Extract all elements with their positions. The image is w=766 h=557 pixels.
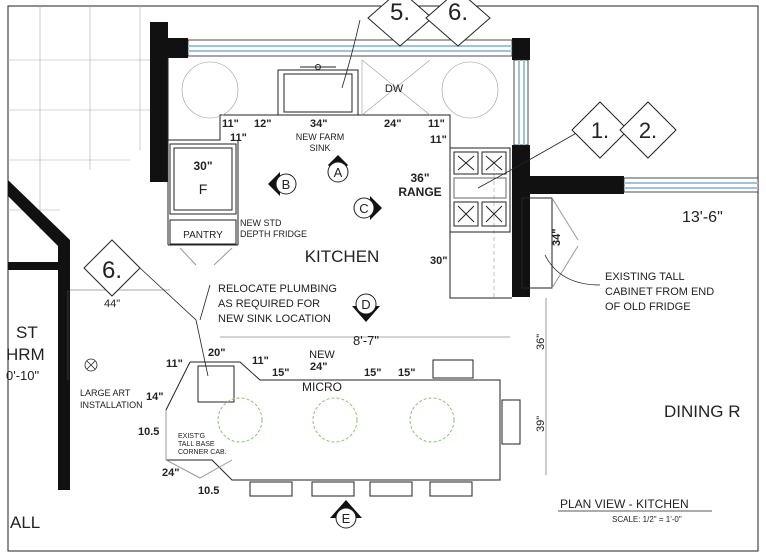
svg-text:30": 30": [430, 255, 447, 267]
svg-text:11": 11": [252, 355, 269, 367]
svg-text:20": 20": [208, 347, 225, 359]
range: [449, 147, 511, 233]
callout-diamonds: [83, 0, 677, 297]
svg-text:8'-7": 8'-7": [353, 333, 379, 348]
svg-text:39": 39": [535, 416, 547, 432]
view-marker-d: D: [352, 293, 380, 322]
label-micro: MICRO: [302, 380, 342, 394]
fridge: [169, 143, 237, 266]
room-label-kitchen: KITCHEN: [305, 247, 380, 266]
label-fridge-size: 30": [193, 159, 212, 173]
cabinet-lines: [181, 59, 499, 298]
label-range-size: 36": [410, 171, 429, 185]
svg-text:10.5: 10.5: [138, 426, 159, 438]
svg-text:A: A: [334, 165, 343, 180]
label-dw: DW: [385, 83, 404, 95]
dimension-labels: 11" 12" 34" 24" 11" 11" 11" 30" 34" 13'-…: [104, 118, 723, 497]
callout-1: 1.: [591, 118, 609, 143]
note-tall-cab-3: OF OLD FRIDGE: [605, 301, 691, 313]
pendant-fixtures: [217, 397, 455, 443]
svg-text:11": 11": [428, 118, 445, 130]
note-art-2: INSTALLATION: [80, 400, 143, 410]
label-fridge-f: F: [199, 181, 208, 197]
svg-text:15": 15": [398, 367, 415, 379]
view-marker-c: C: [353, 196, 382, 220]
note-corner-1: EXIST'G: [178, 433, 205, 440]
svg-text:14": 14": [146, 391, 163, 403]
farm-sink: [277, 64, 359, 116]
note-plumbing-1: RELOCATE PLUMBING: [218, 283, 337, 295]
svg-text:11": 11": [430, 134, 447, 146]
note-tall-cab-2: CABINET FROM END: [605, 286, 714, 298]
svg-text:11": 11": [222, 118, 239, 130]
svg-text:13'-6": 13'-6": [682, 209, 723, 226]
svg-text:E: E: [342, 511, 351, 526]
room-label-bath-1: ST: [16, 323, 38, 342]
room-label-bath-2: HRM: [6, 345, 45, 364]
walls: [8, 22, 624, 490]
svg-text:36": 36": [535, 334, 547, 350]
plan-title: PLAN VIEW - KITCHEN: [560, 497, 689, 511]
view-marker-e: E: [330, 500, 362, 529]
svg-text:24": 24": [310, 361, 327, 373]
island-stools: [249, 359, 521, 497]
callout-5: 5.: [390, 0, 410, 26]
note-new: NEW: [309, 349, 335, 361]
note-plumbing-3: NEW SINK LOCATION: [218, 313, 331, 325]
svg-text:15": 15": [364, 367, 381, 379]
view-marker-a: A: [327, 155, 349, 183]
bathroom-tile-grid: [8, 6, 150, 230]
tall-cabinet: [521, 197, 579, 289]
svg-text:B: B: [282, 177, 291, 192]
room-label-dining: DINING R: [664, 402, 741, 421]
svg-text:10.5: 10.5: [198, 485, 219, 497]
note-corner-2: TALL BASE: [178, 441, 215, 448]
note-farm-sink-2: SINK: [309, 143, 330, 153]
room-label-hall: ALL: [10, 513, 40, 532]
note-farm-sink-1: NEW FARM: [296, 132, 345, 142]
note-fridge-2: DEPTH FRIDGE: [240, 229, 307, 239]
svg-text:12": 12": [254, 118, 271, 130]
svg-text:34": 34": [310, 118, 327, 130]
svg-text:44": 44": [104, 298, 120, 310]
note-tall-cab-1: EXISTING TALL: [605, 271, 685, 283]
svg-text:C: C: [359, 201, 368, 216]
callout-6-left: 6.: [102, 257, 122, 284]
svg-text:11": 11": [230, 132, 247, 144]
leader-lines: [84, 19, 601, 377]
svg-text:34": 34": [551, 229, 563, 246]
svg-text:24": 24": [162, 467, 179, 479]
svg-text:11": 11": [166, 358, 183, 370]
label-range: RANGE: [398, 185, 441, 199]
svg-text:15": 15": [272, 367, 289, 379]
note-corner-3: CORNER CAB.: [178, 449, 227, 456]
callout-6-top: 6.: [448, 0, 468, 26]
label-pantry: PANTRY: [183, 230, 223, 241]
note-fridge-1: NEW STD: [240, 218, 282, 228]
dimension-lines: [67, 289, 547, 475]
callout-2: 2.: [639, 118, 657, 143]
countertops: [167, 58, 512, 299]
note-art-1: LARGE ART: [80, 388, 131, 398]
svg-text:D: D: [361, 297, 370, 312]
note-plumbing-2: AS REQUIRED FOR: [218, 298, 320, 310]
room-label-bath-3: 0'-10": [6, 368, 40, 383]
plan-scale: SCALE: 1/2" = 1'-0": [612, 515, 682, 524]
svg-text:24": 24": [384, 118, 401, 130]
view-marker-b: B: [268, 172, 297, 196]
island: [165, 361, 501, 481]
